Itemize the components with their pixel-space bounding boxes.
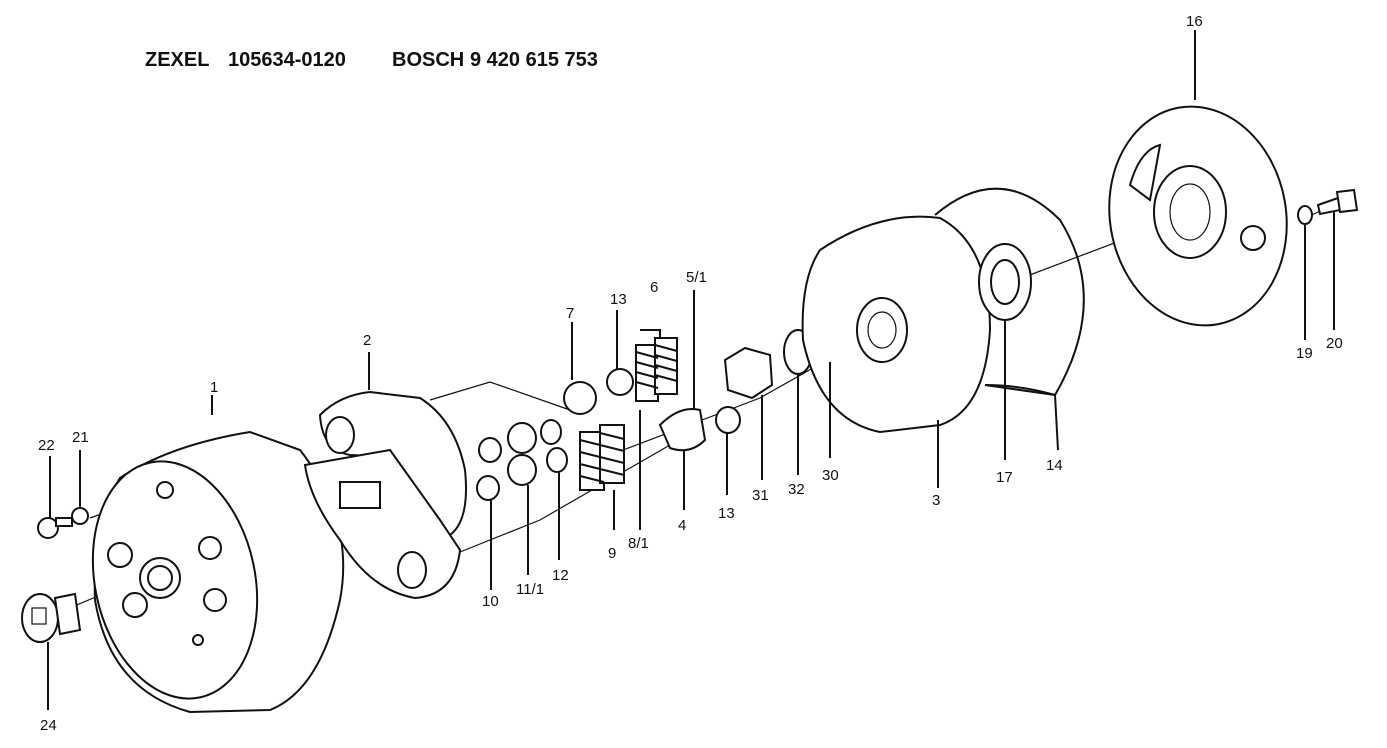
callout-19: 19 — [1296, 345, 1313, 362]
zexel-label: ZEXEL — [145, 49, 209, 71]
callout-24: 24 — [40, 717, 57, 734]
part-24-plug — [21, 592, 82, 643]
part-10-11-12-bushings — [476, 419, 568, 501]
callout-8-1: 8/1 — [628, 535, 649, 552]
callout-20: 20 — [1326, 335, 1343, 352]
callout-21: 21 — [72, 429, 89, 446]
callout-22: 22 — [38, 437, 55, 454]
callout-31: 31 — [752, 487, 769, 504]
leader-lines — [47, 30, 1335, 710]
part-2-carrier — [303, 390, 467, 600]
callout-10: 10 — [482, 593, 499, 610]
part-19-20-screw-washer — [1297, 188, 1359, 225]
bosch-label: BOSCH — [392, 49, 464, 71]
callout-4: 4 — [678, 517, 686, 534]
part-21-22-screw-washer — [37, 507, 89, 539]
callout-2: 2 — [363, 332, 371, 349]
callout-1: 1 — [210, 379, 218, 396]
callout-14: 14 — [1046, 457, 1063, 474]
callout-9: 9 — [608, 545, 616, 562]
drawing-header: ZEXEL 105634-0120 BOSCH 9 420 615 753 — [145, 49, 598, 71]
part-17-bearing — [978, 243, 1032, 321]
part-6-springs — [635, 337, 678, 402]
part-14-ring — [934, 187, 1085, 397]
zexel-part-number: 105634-0120 — [228, 49, 346, 71]
callout-12: 12 — [552, 567, 569, 584]
part-3-cup — [801, 215, 992, 434]
callout-labels: 1 2 7 13 6 5/1 8/1 9 4 13 31 32 30 3 17 … — [38, 13, 1343, 734]
callout-13-top: 13 — [610, 291, 627, 308]
part-16-cover-plate — [1108, 105, 1288, 327]
callout-6: 6 — [650, 279, 658, 296]
bosch-part-number: 9 420 615 753 — [470, 49, 598, 71]
callout-5-1: 5/1 — [686, 269, 707, 286]
callout-3: 3 — [932, 492, 940, 509]
callout-30: 30 — [822, 467, 839, 484]
part-7-6-13-spring-seats — [563, 337, 741, 491]
callout-16: 16 — [1186, 13, 1203, 30]
part-1-housing — [91, 430, 345, 714]
part-9-springs — [579, 424, 625, 491]
callout-32: 32 — [788, 481, 805, 498]
callout-11-1: 11/1 — [516, 581, 544, 598]
callout-13-bottom: 13 — [718, 505, 735, 522]
callout-17: 17 — [996, 469, 1013, 486]
callout-7: 7 — [566, 305, 574, 322]
